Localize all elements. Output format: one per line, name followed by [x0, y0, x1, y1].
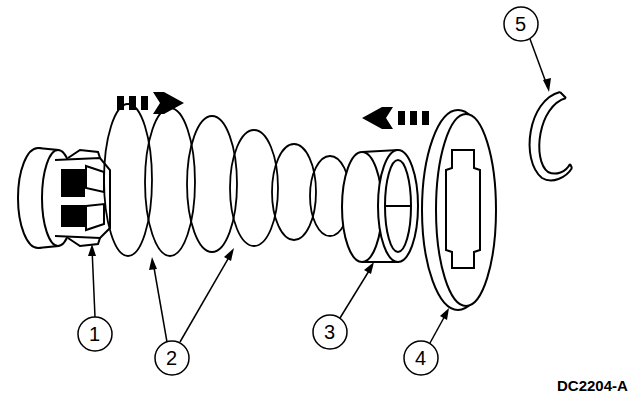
snap-ring — [530, 92, 572, 180]
callout-number: 3 — [324, 322, 335, 342]
spring-cup — [342, 150, 418, 262]
washer — [422, 110, 496, 310]
spring — [104, 104, 350, 256]
callout-number: 5 — [515, 14, 526, 34]
callout-circle — [78, 7, 538, 375]
callout-number: 4 — [415, 348, 426, 368]
direction-arrow — [117, 92, 429, 129]
spring-retainer — [18, 148, 110, 248]
callout-number: 1 — [89, 324, 100, 344]
leader-line — [88, 39, 551, 343]
callout-number: 2 — [166, 348, 177, 368]
figure-code: DC2204-A — [557, 378, 628, 393]
